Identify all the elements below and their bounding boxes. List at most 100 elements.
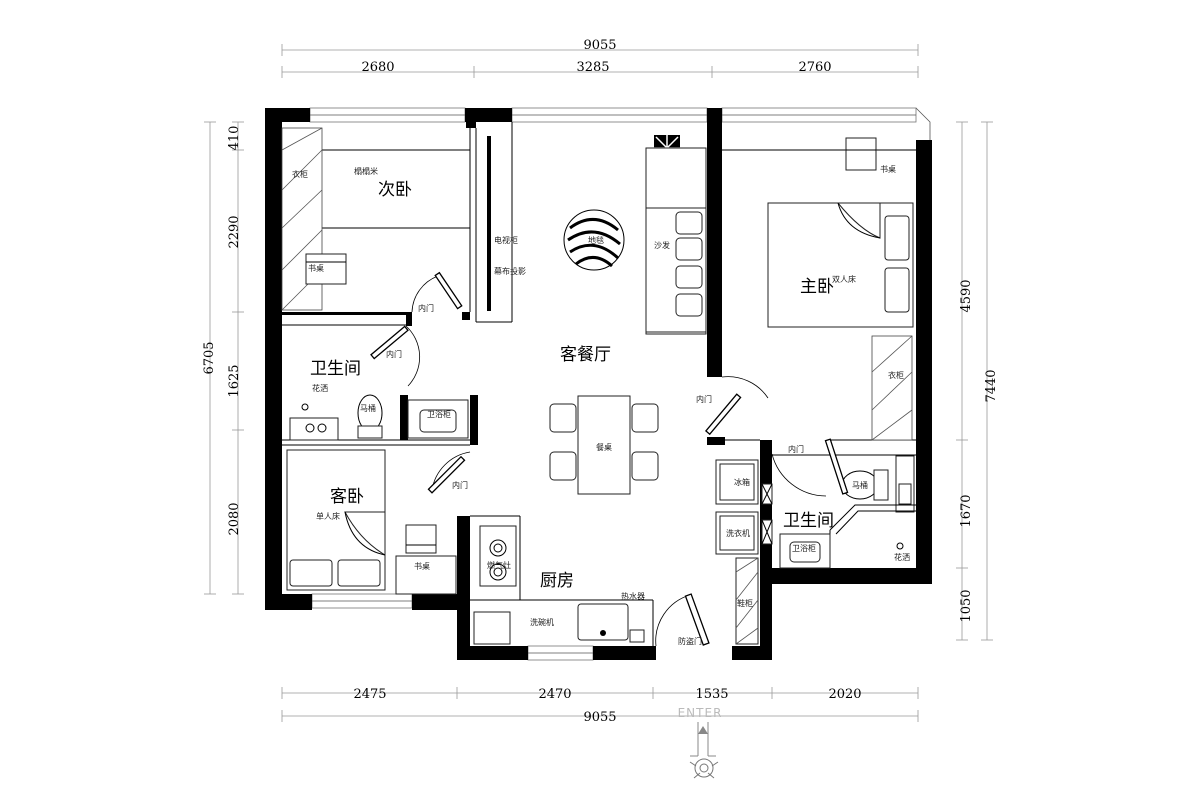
dining-chair: [549, 451, 577, 481]
dining-chair: [549, 403, 577, 433]
bottom-dimensions: 2475 2470 1535 2020 9055: [281, 687, 919, 725]
projection-screen-label: 幕布投影: [494, 266, 526, 276]
dining-table: [577, 395, 631, 495]
dim-left-seg-2: 2290: [227, 215, 242, 248]
inner-door-bath-left-arc: [405, 325, 421, 387]
desk-guest: [395, 555, 457, 595]
dim-top-seg-2: 3285: [576, 60, 609, 75]
enter-label: ENTER: [678, 706, 723, 720]
dim-bottom-total: 9055: [583, 710, 616, 725]
room-label-living-dining: 客餐厅: [560, 345, 611, 365]
dim-right-total: 7440: [984, 369, 999, 402]
tatami-label: 榻榻米: [354, 166, 378, 176]
tv-cabinet-label: 电视柜: [494, 235, 518, 245]
toilet-right-label: 马桶: [852, 480, 868, 490]
second-bedroom: 衣柜 榻榻米 次卧 书桌 电视柜 幕布投影 内门: [281, 127, 526, 313]
dining-chair: [631, 403, 659, 433]
dim-left-seg-1: 410: [227, 126, 242, 151]
dim-bottom-seg-4: 2020: [828, 687, 861, 702]
inner-door-2nd[interactable]: [434, 271, 463, 310]
inner-door-bath-left[interactable]: [370, 325, 409, 360]
vanity-left-label: 卫浴柜: [427, 409, 451, 419]
security-door-label: 防盗门: [678, 636, 702, 646]
room-label-kitchen: 厨房: [540, 571, 574, 591]
windows: [309, 107, 931, 661]
entrance-marker: ENTER: [678, 706, 723, 779]
inner-door-bath-right[interactable]: [824, 438, 849, 495]
inner-door-2nd-arc: [411, 275, 439, 313]
water-heater: [629, 629, 645, 643]
interior-lines: [282, 122, 916, 646]
room-label-bathroom-right: 卫生间: [783, 511, 834, 531]
desk-master-label: 书桌: [880, 164, 896, 174]
single-bed-label: 单人床: [316, 511, 340, 521]
dining-chair: [631, 451, 659, 481]
dim-right-seg-2: 1670: [959, 494, 974, 527]
double-bed-label: 双人床: [832, 274, 856, 284]
right-dimensions: 4590 1670 1050 7440: [956, 121, 999, 641]
desk-master-chair: [845, 137, 877, 171]
bathroom-right: 卫生间 马桶 卫浴柜 花洒 内门: [771, 438, 916, 569]
toilet-left-label: 马桶: [360, 403, 376, 413]
shower-left-icon: [301, 403, 309, 411]
dim-left-total: 6705: [202, 341, 217, 374]
dim-bottom-seg-2: 2470: [538, 687, 571, 702]
inner-door-master-arc: [721, 376, 769, 399]
inner-door-guest-label: 内门: [452, 480, 468, 490]
dim-left-seg-3: 1625: [227, 364, 242, 397]
fridge-label: 冰箱: [734, 477, 750, 487]
sofa-label: 沙发: [654, 240, 670, 250]
dim-top-seg-3: 2760: [798, 60, 831, 75]
shower-right-label: 花洒: [894, 552, 910, 562]
left-dimensions: 6705 410 2290 1625 2080: [202, 121, 244, 595]
desk-2nd: [305, 253, 347, 285]
carpet-label: 地毯: [588, 235, 604, 245]
security-door[interactable]: [684, 593, 710, 646]
dining-table-label: 餐桌: [596, 442, 612, 452]
dishwasher-label: 洗碗机: [530, 617, 554, 627]
dim-top-seg-1: 2680: [361, 60, 394, 75]
inner-door-2nd-label: 内门: [418, 303, 434, 313]
vanity-right-label: 卫浴柜: [792, 543, 816, 553]
inner-door-master-label: 内门: [696, 394, 712, 404]
inner-door-bath-right-arc: [771, 453, 827, 497]
projection-screen-line: [487, 136, 491, 311]
desk-2nd-label: 书桌: [308, 263, 324, 273]
dim-top-total: 9055: [583, 38, 616, 53]
dim-bottom-seg-3: 1535: [695, 687, 728, 702]
kitchen: 厨房 燃气灶 洗碗机 热水器 防盗门: [473, 525, 710, 647]
wardrobe-master-label: 衣柜: [888, 370, 904, 380]
inner-door-bath-right-label: 内门: [788, 444, 804, 454]
shower-left-label: 花洒: [312, 383, 328, 393]
washer-label: 洗衣机: [726, 528, 750, 538]
corner-cabinet: [473, 611, 511, 645]
guest-bedroom: 客卧 单人床 书桌 内门: [286, 449, 471, 595]
dim-right-seg-3: 1050: [959, 589, 974, 622]
desk-guest-label: 书桌: [414, 561, 430, 571]
room-label-guest-bedroom: 客卧: [330, 487, 364, 507]
storage-cabinet-label: 鞋柜: [737, 598, 753, 608]
master-bedroom: 书桌 双人床 主卧 衣柜: [767, 137, 914, 441]
entrance-arrow-icon: [690, 722, 716, 757]
dim-bottom-seg-1: 2475: [353, 687, 386, 702]
room-label-second-bedroom: 次卧: [378, 180, 412, 200]
kitchen-sink: [577, 603, 629, 641]
inner-door-master[interactable]: [704, 393, 742, 436]
security-door-arc: [655, 594, 691, 647]
inner-door-bath-left-label: 内门: [386, 349, 402, 359]
desk-guest-chair: [405, 524, 437, 554]
stove-label: 燃气灶: [487, 560, 511, 570]
shower-right-icon: [896, 542, 904, 550]
dim-left-seg-4: 2080: [227, 502, 242, 535]
room-label-master-bedroom: 主卧: [800, 277, 834, 297]
top-dimensions: 9055 2680 3285 2760: [281, 38, 919, 78]
dim-right-seg-1: 4590: [959, 279, 974, 312]
bathroom-left: 卫生间 花洒 马桶 卫浴柜 内门: [289, 325, 469, 441]
water-heater-label: 热水器: [621, 591, 645, 601]
wardrobe-master: [871, 335, 913, 441]
living-dining: 客餐厅 地毯 沙发 餐桌 内门: [549, 135, 769, 495]
wardrobe-2nd-label: 衣柜: [292, 169, 308, 179]
inner-door-guest[interactable]: [427, 455, 466, 494]
entry-cabinets: 冰箱 洗衣机 鞋柜: [715, 459, 773, 645]
